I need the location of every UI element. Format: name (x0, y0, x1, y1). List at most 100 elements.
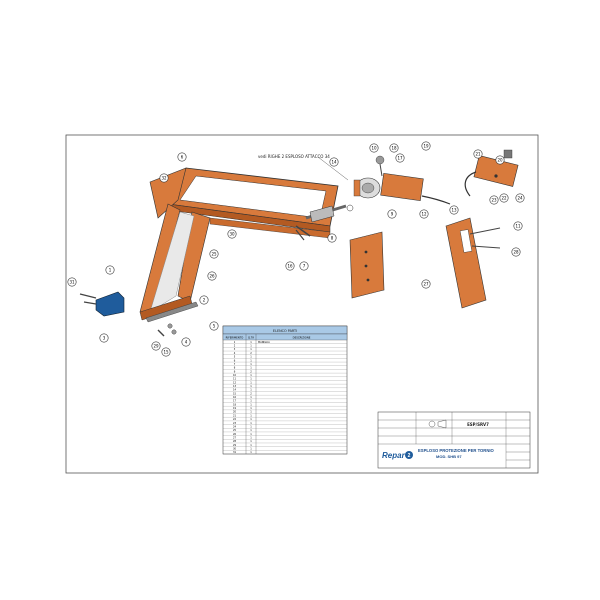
bracket-body (309, 205, 335, 223)
part-balloon-25 (209, 249, 219, 259)
parts-row-ref: 1 (234, 341, 236, 344)
pivot-block (380, 172, 424, 202)
parts-row-qty: 1 (250, 433, 252, 436)
parts-row-qty: 1 (250, 448, 252, 451)
plate-hole-1 (364, 250, 368, 254)
plate-hole-3 (366, 278, 370, 282)
part-balloon-2 (199, 295, 209, 305)
part-balloon-23 (489, 195, 499, 205)
part-balloon-16 (285, 261, 295, 271)
parts-table-frame (222, 325, 348, 455)
parts-row-ref: 23 (233, 422, 237, 425)
fasteners (157, 225, 311, 337)
parts-row-qty: 2 (250, 392, 252, 395)
part-balloon-label: 4 (185, 340, 188, 345)
part-balloon-label: 24 (517, 196, 523, 201)
bracket-pin (295, 229, 305, 241)
part-balloon-18 (389, 143, 399, 153)
part-balloon-label: 16 (287, 264, 293, 269)
part-balloon-22 (499, 193, 509, 203)
part-balloon-1 (105, 265, 115, 275)
part-balloon-17 (395, 153, 405, 163)
side-plate-bolt-2 (471, 245, 501, 249)
pivot-ring (353, 179, 361, 197)
parts-row-ref: 19 (233, 407, 237, 410)
logo-text: Repar (382, 451, 406, 460)
part-balloon-label: 29 (153, 344, 159, 349)
part-balloon-31 (67, 277, 77, 287)
parts-row-ref: 31 (233, 451, 237, 454)
parts-row-ref: 24 (233, 425, 237, 428)
side-plate-body (445, 217, 487, 309)
part-balloon-label: 23 (491, 198, 497, 203)
part-balloon-8 (327, 233, 337, 243)
parts-row-qty: 1 (250, 348, 252, 351)
projection-symbol-cone (437, 419, 447, 429)
part-balloon-label: 15 (163, 350, 169, 355)
parts-row-ref: 21 (233, 414, 237, 417)
fastener-4 (295, 225, 311, 237)
parts-row-qty: 1 (250, 345, 252, 348)
parts-row-ref: 22 (233, 418, 237, 421)
part-balloon-label: 17 (397, 156, 403, 161)
part-balloon-13 (449, 205, 459, 215)
part-balloon-label: 22 (501, 196, 507, 201)
parts-row-ref: 8 (234, 367, 236, 370)
parts-row-qty: 1 (250, 444, 252, 447)
parts-row-qty: 1 (250, 418, 252, 421)
callout-leader (317, 156, 349, 181)
drawing-title-line2: MOD. SHB 97 (436, 454, 462, 459)
parts-row-ref: 17 (233, 400, 237, 403)
callout-label: vedi RIGHE 2 ESPLOSO ATTACCO 34 (258, 154, 330, 159)
parts-row-ref: 11 (233, 378, 237, 381)
parts-row-ref: 13 (233, 385, 237, 388)
part-balloon-19 (421, 141, 431, 151)
parts-row-ref: 29 (233, 444, 237, 447)
parts-table-header-band (222, 333, 348, 341)
parts-row-ref: 2 (234, 345, 236, 348)
part-balloon-label: 5 (213, 324, 216, 329)
part-balloon-20 (495, 155, 505, 165)
title-block: ESP/SRV7 Repar 2 ESPLOSO PROTEZIONE PER … (377, 411, 531, 469)
parts-row-qty: 1 (250, 429, 252, 432)
pivot-assembly (346, 155, 451, 212)
part-balloon-14 (329, 157, 339, 167)
parts-row-qty: 1 (250, 440, 252, 443)
parts-row-qty: 1 (250, 363, 252, 366)
parts-row-qty: 1 (250, 367, 252, 370)
part-balloon-label: 30 (229, 232, 235, 237)
handle-body (95, 291, 125, 317)
frame-leg-back (149, 167, 187, 219)
part-balloon-9 (387, 209, 397, 219)
parts-row-qty: 1 (250, 422, 252, 425)
part-balloon-label: 8 (331, 236, 334, 241)
part-balloon-label: 11 (515, 224, 521, 229)
logo-badge-mark: 2 (408, 453, 411, 459)
part-balloon-28 (511, 247, 521, 257)
switch-screw (494, 174, 498, 178)
part-balloon-label: 7 (303, 264, 306, 269)
parts-row-ref: 12 (233, 381, 237, 384)
parts-row-ref: 5 (234, 356, 236, 359)
pivot-washer (346, 204, 354, 212)
part-balloon-label: 1 (109, 268, 112, 273)
parts-row-qty: 1 (250, 374, 252, 377)
part-balloon-label: 10 (371, 146, 377, 151)
pivot-knob-stem (379, 163, 383, 177)
parts-table-header: Q.TÀ (248, 335, 254, 340)
mounting-plate (349, 231, 385, 299)
part-balloon-label: 19 (423, 144, 429, 149)
parts-row-ref: 25 (233, 429, 237, 432)
parts-row-ref: 4 (234, 352, 236, 355)
side-plate (445, 217, 501, 309)
parts-row-qty: 1 (250, 359, 252, 362)
projection-symbol-circle (428, 420, 436, 428)
parts-row-qty: 1 (250, 407, 252, 410)
pivot-cable (421, 195, 451, 205)
logo-box (380, 446, 404, 460)
